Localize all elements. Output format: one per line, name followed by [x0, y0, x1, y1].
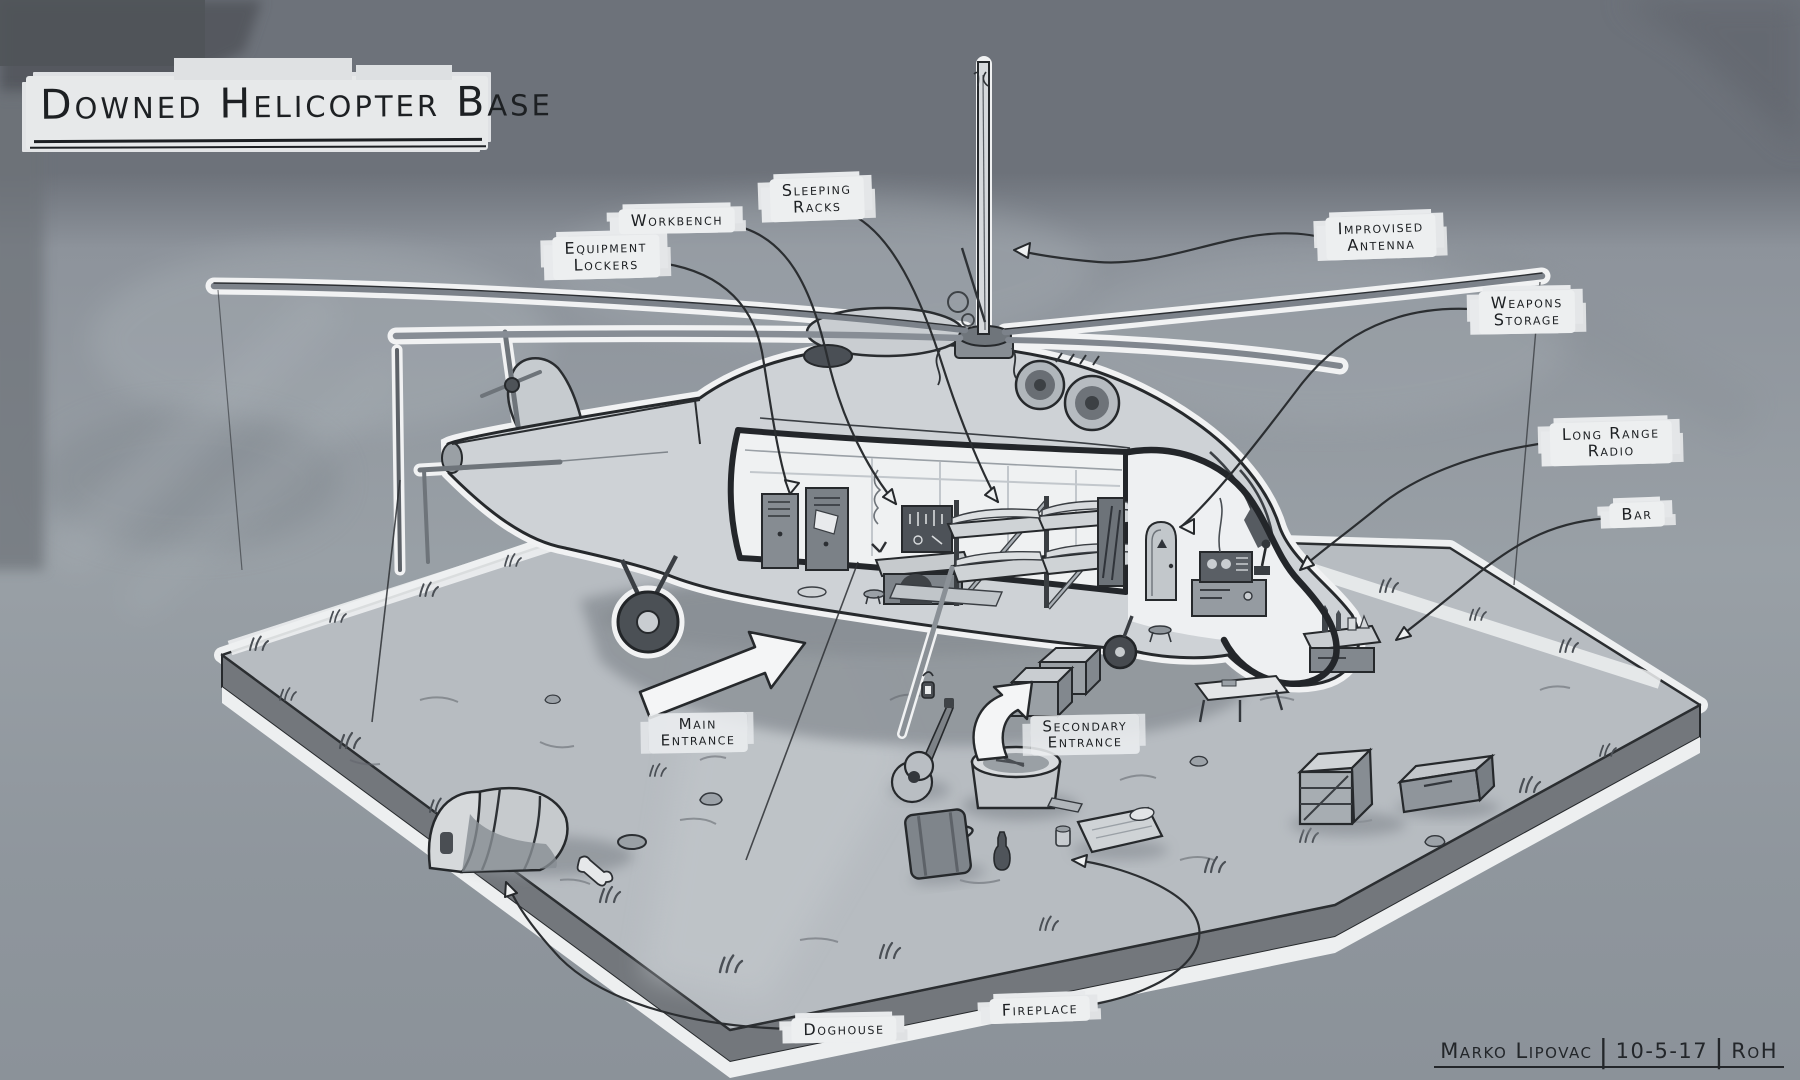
doghouse: [427, 787, 633, 876]
signature-artist: Marko Lipovac: [1440, 1039, 1593, 1063]
stool: [1148, 625, 1172, 635]
title-block: Downed Helicopter Base: [26, 58, 553, 150]
leader-equipment-lockers: [650, 260, 792, 496]
callout-secondary-entrance: Secondary Entrance: [1030, 713, 1140, 757]
callout-sleeping-racks: Sleeping Racks: [769, 176, 865, 222]
bone: [576, 855, 614, 887]
callout-workbench: Workbench: [618, 207, 736, 235]
leader-weapons-storage: [1180, 307, 1486, 528]
leader-doghouse: [506, 882, 795, 1031]
leader-sleeping-racks: [844, 210, 1000, 504]
cabin-door: [1145, 520, 1177, 601]
callout-long-range-radio: Long Range Radio: [1549, 420, 1673, 466]
camp-props: [427, 645, 1500, 887]
callout-doghouse: Doghouse: [791, 1016, 897, 1044]
annotation-layer: [504, 210, 1616, 1031]
camp-table: [1194, 674, 1290, 723]
title-underline: [29, 145, 487, 149]
leader-improvised-antenna: [1014, 232, 1334, 264]
footlocker: [1396, 753, 1500, 818]
weapons-storage-rack: [1097, 497, 1125, 587]
bottle: [993, 831, 1011, 871]
engine-intakes: [1014, 352, 1121, 432]
callout-improvised-antenna: Improvised Antenna: [1325, 213, 1437, 261]
improvised-antenna-mast: [947, 61, 990, 335]
guy-wire: [371, 479, 401, 723]
rotor-blade: [210, 282, 969, 334]
callout-equipment-lockers: Equipment Lockers: [552, 234, 660, 280]
leader-bar: [1396, 516, 1616, 640]
main-entrance-arrow: [638, 630, 807, 720]
rotor-blade: [1001, 272, 1546, 336]
corner-shade-top-right: [1620, 0, 1800, 150]
arrowhead: [984, 486, 999, 503]
nose-section: [1124, 446, 1382, 687]
helicopter: [205, 56, 1551, 861]
arrowhead: [1013, 242, 1031, 259]
guitar: [890, 698, 955, 804]
cabin-cutaway: [727, 427, 1167, 612]
callout-fireplace: Fireplace: [989, 995, 1091, 1025]
tail-fin: [480, 329, 587, 443]
arrowhead: [784, 479, 800, 495]
callout-main-entrance: Main Entrance: [648, 711, 748, 755]
signature-date: 10-5-17: [1615, 1039, 1709, 1063]
fireplace: [962, 745, 1084, 820]
tin-can: [1055, 825, 1071, 847]
signature-separator: |: [1715, 1033, 1725, 1069]
leader-fireplace: [1074, 858, 1201, 1007]
arrowhead: [1299, 555, 1315, 571]
signature-separator: |: [1599, 1033, 1609, 1069]
stool: [863, 589, 885, 599]
tail-rotor-hub: [504, 377, 520, 393]
signature-tag: RoH: [1731, 1039, 1778, 1063]
rotor-blade: [1005, 337, 1343, 369]
edge-shade-left: [0, 90, 44, 570]
arrowhead: [1395, 626, 1412, 641]
guy-wire: [217, 289, 243, 571]
wooden-crate: [1290, 747, 1406, 836]
artist-signature: Marko Lipovac | 10-5-17 | RoH: [1434, 1033, 1784, 1069]
equipment-lockers: [761, 487, 849, 571]
guy-wire: [745, 561, 859, 861]
callout-bar: Bar: [1609, 501, 1665, 529]
suitcase: [904, 808, 986, 886]
rotor-blade: [392, 330, 964, 342]
title-underline: [33, 137, 483, 144]
support-rig: [217, 281, 1541, 861]
long-range-radio-set: [1191, 497, 1271, 617]
lantern: [921, 671, 935, 699]
arrowhead: [882, 488, 897, 505]
arrowhead: [1071, 854, 1088, 868]
sleeping-pad: [1072, 806, 1168, 860]
arrowhead: [504, 881, 518, 898]
secondary-entrance-arrow: [972, 680, 1034, 762]
landing-gear: [616, 554, 1138, 670]
leader-long-range-radio: [1300, 440, 1554, 570]
leader-workbench: [724, 222, 898, 506]
dog-bowl: [617, 834, 647, 850]
page-title: Downed Helicopter Base: [39, 77, 553, 129]
callout-weapons-storage: Weapons Storage: [1478, 289, 1576, 335]
arrowhead: [1179, 518, 1195, 535]
main-rotor-blades: [210, 272, 1546, 369]
